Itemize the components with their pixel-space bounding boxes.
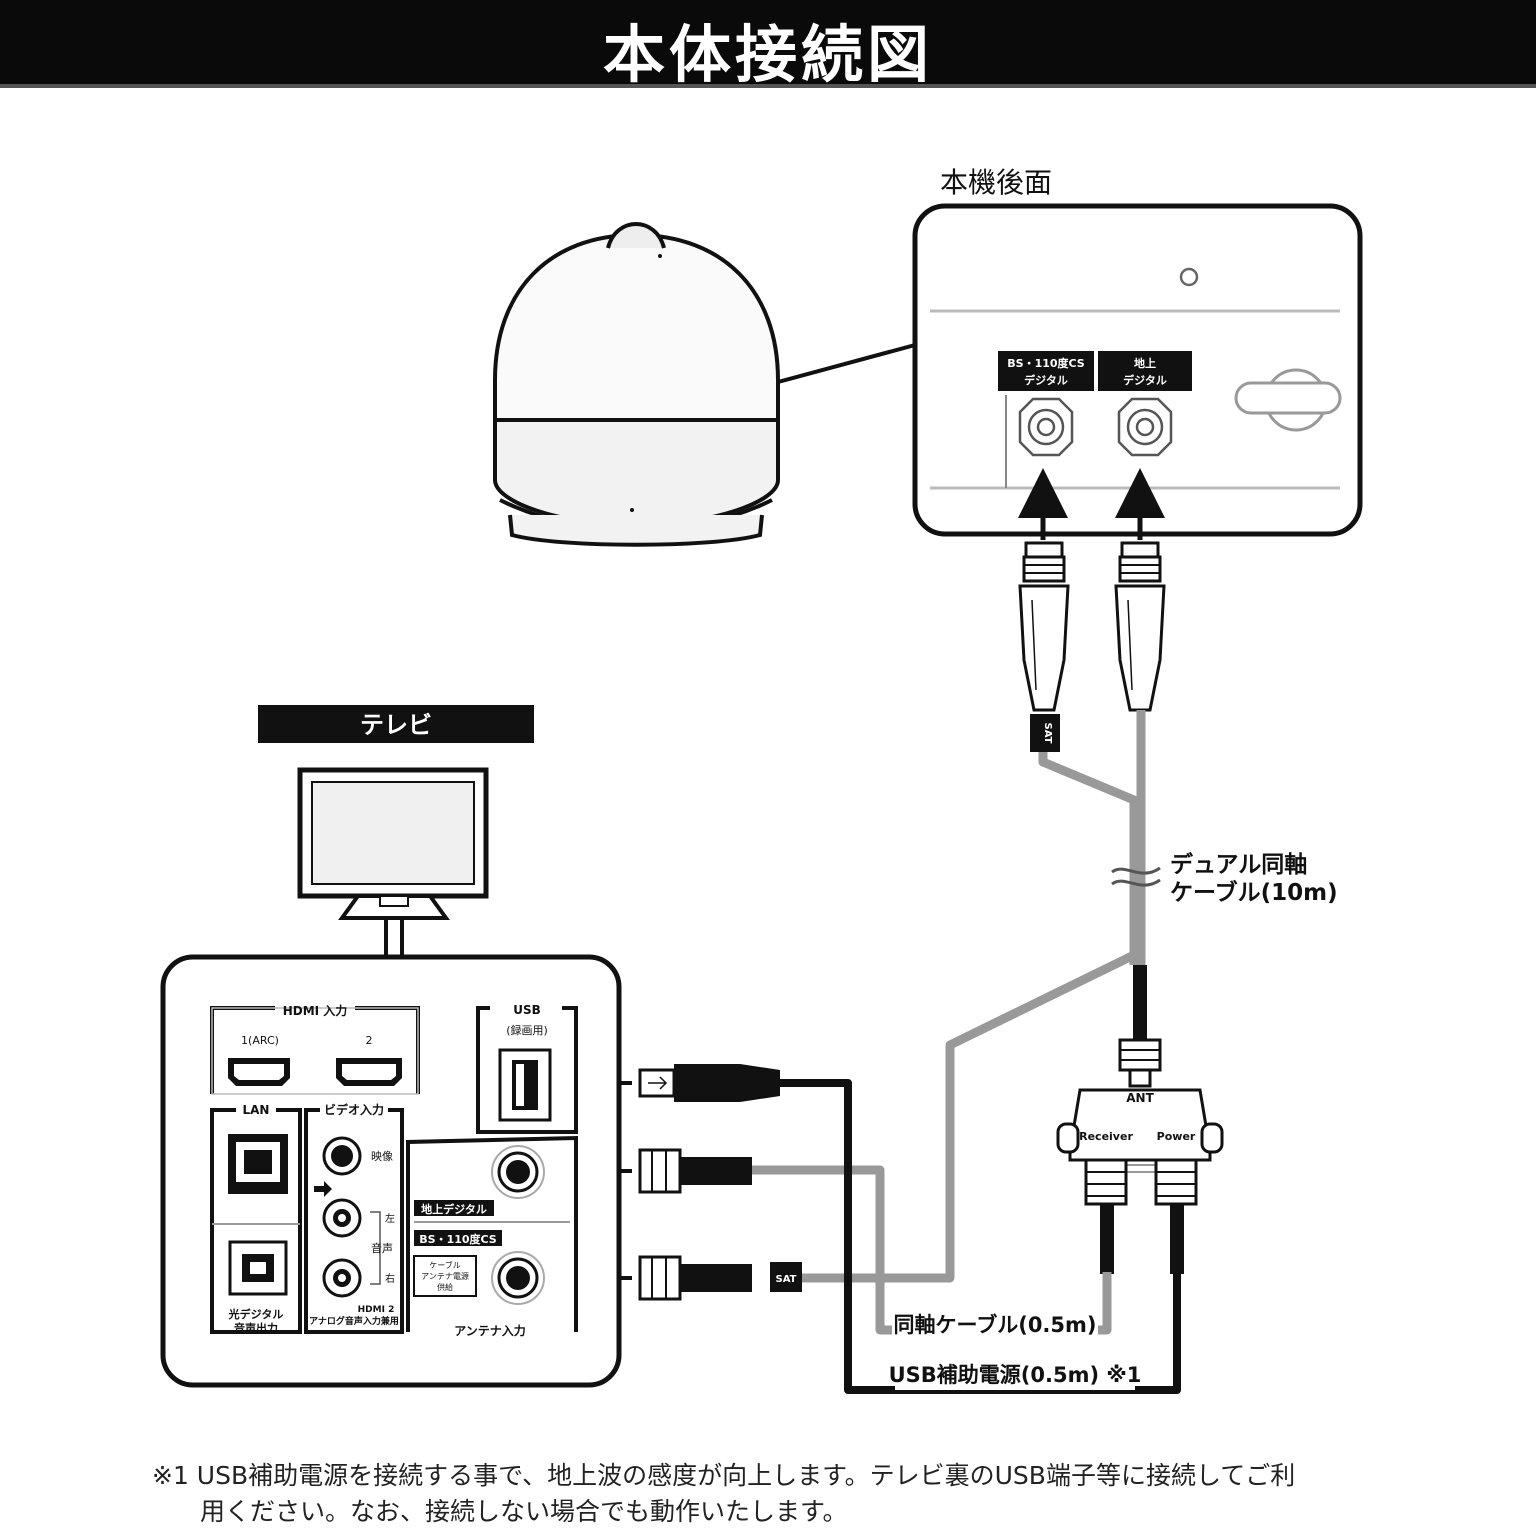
port-label-terrestrial: 地上 デジタル bbox=[1098, 351, 1192, 391]
svg-text:地上: 地上 bbox=[1134, 356, 1156, 370]
footnote-line-2: 用ください。なお、接続しない場合でも動作いたします。 bbox=[200, 1497, 848, 1526]
footnote: ※1 USB補助電源を接続する事で、地上波の感度が向上します。テレビ裏のUSB端… bbox=[152, 1458, 1392, 1530]
sat-tag-top: SAT bbox=[1030, 714, 1060, 752]
svg-text:デジタル: デジタル bbox=[1123, 373, 1167, 387]
video-input-group bbox=[304, 1108, 404, 1334]
usb-title: USB bbox=[513, 1003, 541, 1017]
usb-power-cable bbox=[780, 1079, 1181, 1394]
bs-input-label: BS・110度CS bbox=[419, 1232, 497, 1246]
sat-tag-bottom: SAT bbox=[770, 1262, 802, 1292]
dual-cable-label-1: デュアル同軸 bbox=[1170, 851, 1307, 878]
usb-sub-label: (録画用) bbox=[506, 1023, 548, 1037]
antenna-dome bbox=[493, 221, 780, 547]
receiver-cable bbox=[1100, 1204, 1114, 1274]
power-cable bbox=[1170, 1204, 1184, 1274]
usb-power-label: USB補助電源(0.5m) ※1 bbox=[889, 1363, 1142, 1387]
optical-label-1: 光デジタル bbox=[228, 1307, 284, 1321]
video-input-title: ビデオ入力 bbox=[324, 1102, 384, 1117]
tv-title-label: テレビ bbox=[258, 705, 534, 743]
rear-panel-title: 本機後面 bbox=[940, 166, 1052, 199]
splitter-ant-label: ANT bbox=[1126, 1091, 1154, 1105]
dual-cable-label-2: ケーブル(10m) bbox=[1170, 879, 1338, 906]
antenna-input-label: アンテナ入力 bbox=[454, 1323, 526, 1338]
optical-label-2: 音声出力 bbox=[234, 1321, 278, 1335]
svg-text:BS・110度CS: BS・110度CS bbox=[1007, 356, 1085, 370]
hdmi2-note-1: HDMI 2 bbox=[358, 1305, 395, 1315]
coax-port-terrestrial bbox=[1117, 397, 1173, 457]
video-label: 映像 bbox=[371, 1150, 393, 1163]
audio-label: 音声 bbox=[371, 1241, 393, 1255]
hdmi-2-label: 2 bbox=[366, 1034, 373, 1047]
hdmi-title: HDMI 入力 bbox=[283, 1003, 348, 1018]
f-connector-bs bbox=[1018, 541, 1070, 712]
sat-cable-to-tv bbox=[800, 950, 1136, 1283]
port-label-bs: BS・110度CS デジタル bbox=[998, 351, 1094, 391]
ant-cable bbox=[1133, 965, 1147, 1045]
callout-pointer bbox=[777, 312, 917, 384]
splitter-receiver-label: Receiver bbox=[1079, 1130, 1133, 1143]
f-plug-terrestrial bbox=[638, 1148, 752, 1194]
svg-text:SAT: SAT bbox=[1042, 723, 1053, 744]
power-note-2: アンテナ電源 bbox=[421, 1272, 469, 1281]
coax-short-cable bbox=[750, 1165, 1112, 1335]
lan-label: LAN bbox=[243, 1103, 270, 1117]
footnote-line-1: ※1 USB補助電源を接続する事で、地上波の感度が向上します。テレビ裏のUSB端… bbox=[152, 1461, 1296, 1490]
hdmi2-note-2: アナログ音声入力兼用 bbox=[309, 1315, 399, 1327]
hdmi-group bbox=[210, 1006, 420, 1095]
splitter bbox=[1056, 1038, 1224, 1206]
f-connector-terrestrial bbox=[1114, 541, 1166, 712]
terrestrial-input-label: 地上デジタル bbox=[421, 1202, 487, 1216]
svg-text:テレビ: テレビ bbox=[360, 711, 432, 739]
page-title: 本体接続図 bbox=[602, 18, 933, 91]
usb-plug bbox=[638, 1064, 780, 1102]
antenna-input-group bbox=[406, 1135, 578, 1332]
power-note-3: 供給 bbox=[437, 1282, 453, 1292]
tv-illustration bbox=[297, 767, 489, 958]
f-plug-bs bbox=[638, 1255, 752, 1301]
header-bar: 本体接続図 bbox=[0, 0, 1536, 91]
power-note-1: ケーブル bbox=[429, 1260, 461, 1270]
coax-port-bs bbox=[1018, 397, 1074, 457]
splitter-power-label: Power bbox=[1157, 1130, 1196, 1143]
cable-break-mark bbox=[1111, 866, 1161, 887]
usb-group bbox=[476, 1006, 578, 1134]
coax-short-label: 同軸ケーブル(0.5m) bbox=[893, 1313, 1096, 1337]
right-label: 右 bbox=[385, 1272, 395, 1285]
left-label: 左 bbox=[385, 1212, 395, 1225]
lan-group bbox=[210, 1108, 302, 1334]
svg-text:デジタル: デジタル bbox=[1024, 373, 1068, 387]
svg-text:SAT: SAT bbox=[776, 1274, 797, 1285]
hdmi-1-label: 1(ARC) bbox=[241, 1034, 279, 1047]
